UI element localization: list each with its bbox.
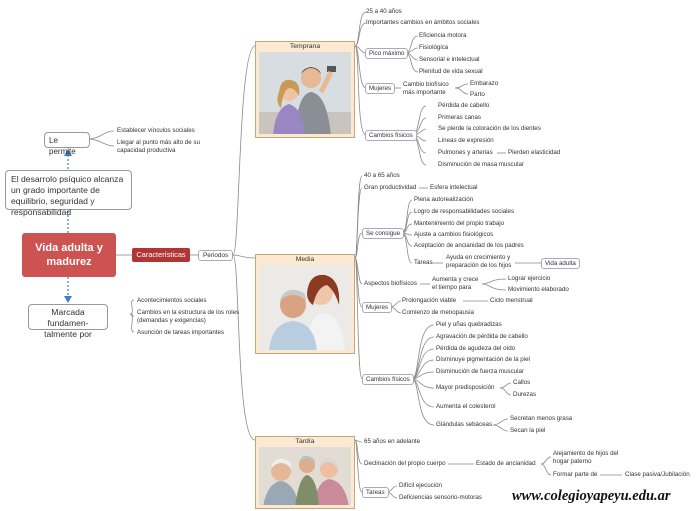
glandulas-item: Secretan menos grasa (510, 415, 573, 422)
temprana-title: Temprana (289, 43, 321, 50)
le-permite-item: Establecer vínculos sociales (117, 127, 195, 134)
le-permite-item: Llegar al punto más alto de su capacidad… (117, 139, 200, 154)
temprana-cambios-fisicos-node[interactable]: Cambios físicos (365, 130, 417, 141)
desarrollo-node[interactable]: El desarrolo psíquico alcanza un grado i… (5, 170, 132, 217)
aumenta-crece: Aumenta y crece el tiempo para (432, 276, 479, 291)
temprana-age: 25 a 40 años (366, 8, 402, 15)
tardia-tarea-item: Deficiencias sensorio-motoras (399, 494, 482, 501)
esfera-intelectual: Esfera intelectual (430, 184, 478, 191)
young-couple-photo (259, 52, 351, 134)
media-fisico-item: Disminución de fuerza muscular (436, 368, 525, 375)
consigue-item: Logro de responsabilidades sociales (414, 208, 515, 215)
vida-adulta-node[interactable]: Vida adulta (541, 258, 580, 269)
tardia-age: 65 años en adelante (364, 438, 421, 445)
middle-aged-couple-photo (259, 265, 351, 350)
tardia-tarea-item: Difícil ejecución (399, 482, 442, 489)
se-consigue-node[interactable]: Se consigue (362, 228, 405, 239)
temprana-fisico-item: Líneas de expresión (438, 137, 494, 144)
media-mujeres-item: Prolongación viable (402, 297, 457, 304)
cambio-bio-item: Parto (470, 91, 485, 98)
marcada-item: Acontecimientos sociales (137, 297, 207, 304)
caracteristicas-node[interactable]: Características (132, 248, 190, 262)
marcada-item: Asunción de tareas importantes (137, 329, 225, 336)
media-fisico-item: Agravación de pérdida de cabello (436, 333, 528, 340)
cambio-bio-item: Embarazo (470, 80, 499, 87)
clase-pasiva: Clase pasiva/Jubilación (625, 471, 690, 478)
central-topic[interactable]: Vida adulta y madurez (22, 233, 116, 277)
cambio-biofisico: Cambio biofísico más importante (403, 81, 449, 96)
pico-item: Sensorial e intelectual (419, 56, 480, 63)
pico-item: Eficiencia motora (419, 32, 467, 39)
pierden-elasticidad: Pierden elasticidad (508, 149, 561, 156)
consigue-item: Tareas (414, 259, 433, 266)
media-mujeres-node[interactable]: Mujeres (362, 302, 393, 313)
ciclo-menstrual: Ciclo menstrual (490, 297, 533, 304)
temprana-mujeres-node[interactable]: Mujeres (365, 83, 396, 94)
consigue-item: Plena autorealización (414, 196, 474, 203)
temprana-cambios-ambitos: Importantes cambios en ámbitos sociales (366, 19, 480, 26)
marcada-item: Cambios en la estructura de los roles (d… (137, 309, 240, 324)
aumenta-item: Lograr ejercicio (508, 275, 551, 282)
temprana-fisico-item: Pérdida de cabello (438, 102, 490, 109)
media-fisico-item: Pérdida de agudeza del oído (436, 345, 516, 352)
le-permite-node[interactable]: Le permite (44, 132, 90, 156)
estado-item: Alejamiento de hijos del hogar paterno (553, 450, 619, 465)
temprana-fisico-item: Disminución de masa muscular (438, 161, 524, 168)
temprana-fisico-item: Primeras canas (438, 114, 481, 121)
pico-item: Plenitud de vida sexual (419, 68, 483, 75)
temprana-fisico-item: Se pierde la coloración de los dientes (438, 125, 541, 132)
gran-productividad: Gran productividad (364, 184, 417, 191)
media-fisico-item: Glándulas sebáceas (436, 421, 493, 428)
predisposicion-item: Callos (513, 379, 531, 386)
pico-item: Fisiológica (419, 44, 449, 51)
media-cambios-fisicos-node[interactable]: Cambios físicos (362, 374, 414, 385)
temprana-fisico-item: Pulmones y arterias (438, 149, 493, 156)
elderly-group-photo (259, 447, 351, 505)
media-fisico-item: Piel y uñas quebradizas (436, 321, 502, 328)
media-mujeres-item: Comienzo de menopausia (402, 309, 474, 316)
aspectos-biofisicos: Aspectos biofísicos (364, 280, 417, 287)
predisposicion-item: Durezas (513, 391, 537, 398)
ayuda-hijos: Ayuda en crecimiento y preparación de lo… (446, 254, 512, 269)
glandulas-item: Secan la piel (510, 427, 546, 434)
media-fisico-item: Mayor predisposición (436, 384, 495, 391)
marcada-node[interactable]: Marcada fundamen-talmente por (28, 304, 108, 339)
media-age: 40 a 65 años (364, 172, 400, 179)
media-fisico-item: Disminuye pigmentación de la piel (436, 356, 530, 363)
estado-item: Formar parte de (553, 471, 598, 478)
estado-ancianidad: Estado de ancianidad (476, 460, 536, 467)
consigue-item: Mantenimiento del propio trabajo (414, 220, 505, 227)
pico-maximo-node[interactable]: Pico máximo (365, 48, 409, 59)
tardia-tareas-node[interactable]: Tareas (362, 487, 389, 498)
consigue-item: Aceptación de ancianidad de los padres (414, 242, 524, 249)
declinacion-cuerpo: Declinación del propio cuerpo (364, 460, 446, 467)
temprana-panel: Temprana (255, 41, 355, 138)
aumenta-item: Movimiento elaborado (508, 286, 569, 293)
tardia-panel: Tardía (255, 436, 355, 509)
watermark: www.colegioyapeyu.edu.ar (512, 488, 671, 504)
tardia-title: Tardía (295, 438, 315, 445)
media-fisico-item: Aumenta el colesterol (436, 403, 496, 410)
consigue-item: Ajuste a cambios fisiológicos (414, 231, 494, 238)
periodos-node[interactable]: Periodos (198, 250, 234, 261)
media-panel: Media (255, 254, 355, 354)
media-title: Media (295, 256, 315, 263)
